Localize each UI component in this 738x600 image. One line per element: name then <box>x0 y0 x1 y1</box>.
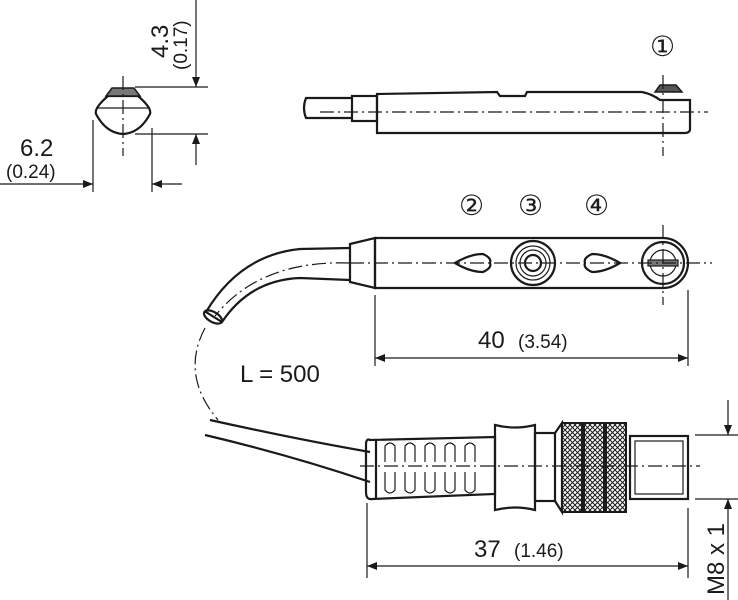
top-view: ② ③ ④ 40 (3.54) <box>202 189 712 366</box>
boot-ribs <box>384 442 476 494</box>
connector-view: M8 x 1 37 (1.46) <box>204 400 738 600</box>
cable-break-line <box>194 327 219 421</box>
sensor-length-mm-label: 40 <box>478 327 505 354</box>
callout-3: ③ <box>518 189 543 222</box>
connector-length-mm-label: 37 <box>474 536 501 563</box>
cross-section-view: 4.3 (0.17) 6.2 (0.24) <box>0 0 208 192</box>
sensor-length-inch-label: (3.54) <box>518 332 568 353</box>
width-mm-label: 6.2 <box>20 135 53 162</box>
height-inch-label: (0.17) <box>171 20 192 70</box>
side-view: ① <box>302 30 708 156</box>
callout-2: ② <box>459 189 484 222</box>
width-inch-label: (0.24) <box>6 162 56 183</box>
thread-label: M8 x 1 <box>703 523 730 595</box>
callout-4: ④ <box>584 189 609 222</box>
callout-1: ① <box>650 30 675 63</box>
height-mm-label: 4.3 <box>147 25 174 58</box>
cable-length-label: L = 500 <box>240 361 320 388</box>
connector-length-inch-label: (1.46) <box>514 541 564 562</box>
